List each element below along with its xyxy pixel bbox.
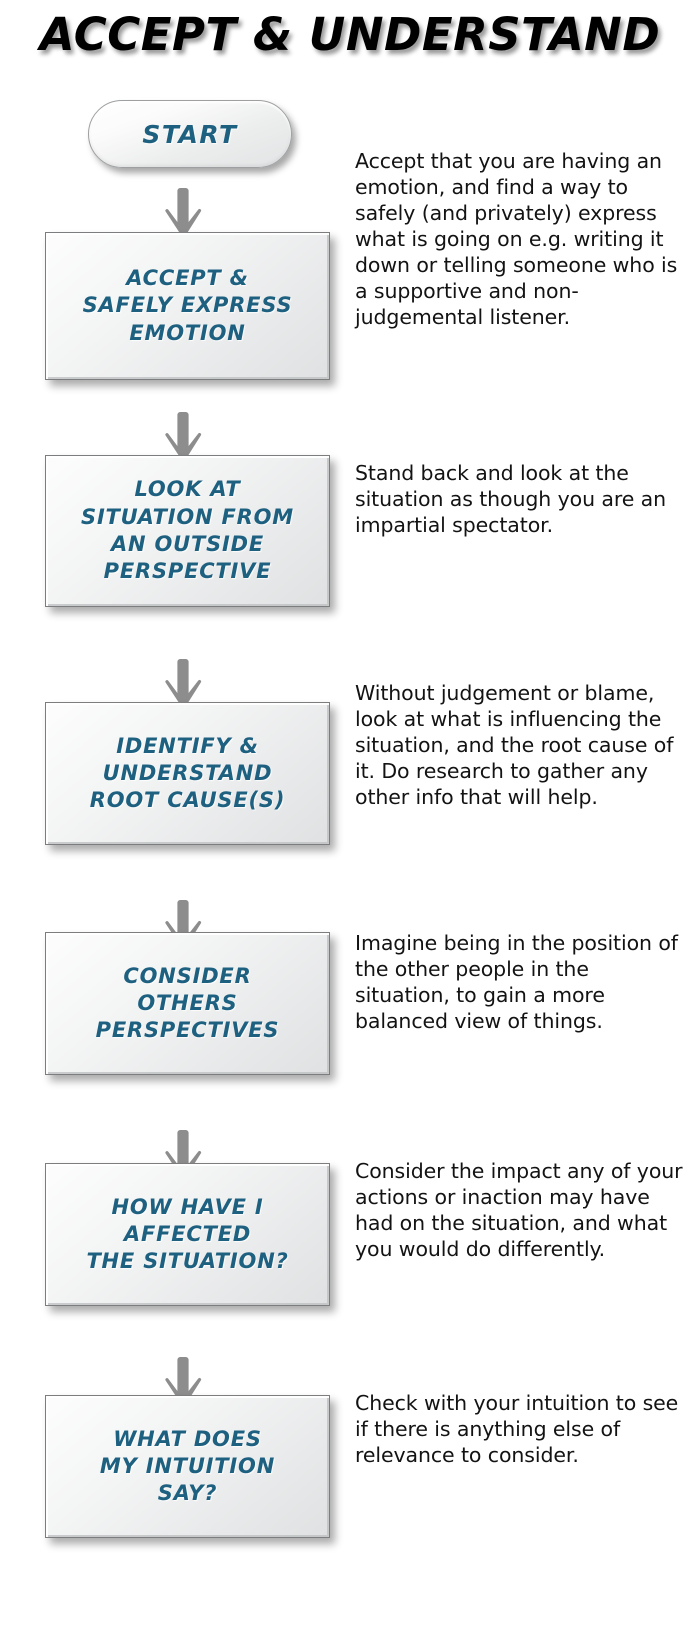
step-description-3: Without judgement or blame, look at what… — [355, 681, 674, 810]
process-box-step-5[interactable]: HOW HAVE I AFFECTED THE SITUATION? — [45, 1163, 330, 1306]
process-box-step-4[interactable]: CONSIDER OTHERS PERSPECTIVES — [45, 932, 330, 1075]
process-box-label: IDENTIFY & UNDERSTAND ROOT CAUSE(S) — [89, 733, 286, 813]
process-box-step-3[interactable]: IDENTIFY & UNDERSTAND ROOT CAUSE(S) — [45, 702, 330, 845]
step-description-1: Accept that you are having an emotion, a… — [355, 149, 678, 330]
page-title: ACCEPT & UNDERSTAND — [39, 8, 661, 61]
process-box-step-6[interactable]: WHAT DOES MY INTUITION SAY? — [45, 1395, 330, 1538]
step-description-4: Imagine being in the position of the oth… — [355, 931, 678, 1034]
process-box-label: CONSIDER OTHERS PERSPECTIVES — [95, 963, 280, 1043]
down-arrow-icon — [160, 657, 206, 709]
process-box-step-1[interactable]: ACCEPT & SAFELY EXPRESS EMOTION — [45, 232, 330, 380]
process-box-label: HOW HAVE I AFFECTED THE SITUATION? — [86, 1194, 289, 1274]
down-arrow-icon — [160, 410, 206, 462]
process-box-label: ACCEPT & SAFELY EXPRESS EMOTION — [82, 266, 293, 345]
down-arrow-icon — [160, 1355, 206, 1407]
process-box-label: LOOK AT SITUATION FROM AN OUTSIDE PERSPE… — [81, 477, 294, 584]
process-box-label: WHAT DOES MY INTUITION SAY? — [99, 1426, 276, 1506]
start-node[interactable]: START — [88, 100, 292, 168]
step-description-6: Check with your intuition to see if ther… — [355, 1391, 679, 1468]
start-node-label: START — [142, 119, 238, 149]
down-arrow-icon — [160, 186, 206, 238]
step-description-2: Stand back and look at the situation as … — [355, 461, 667, 538]
process-box-step-2[interactable]: LOOK AT SITUATION FROM AN OUTSIDE PERSPE… — [45, 455, 330, 607]
step-description-5: Consider the impact any of your actions … — [355, 1159, 683, 1262]
